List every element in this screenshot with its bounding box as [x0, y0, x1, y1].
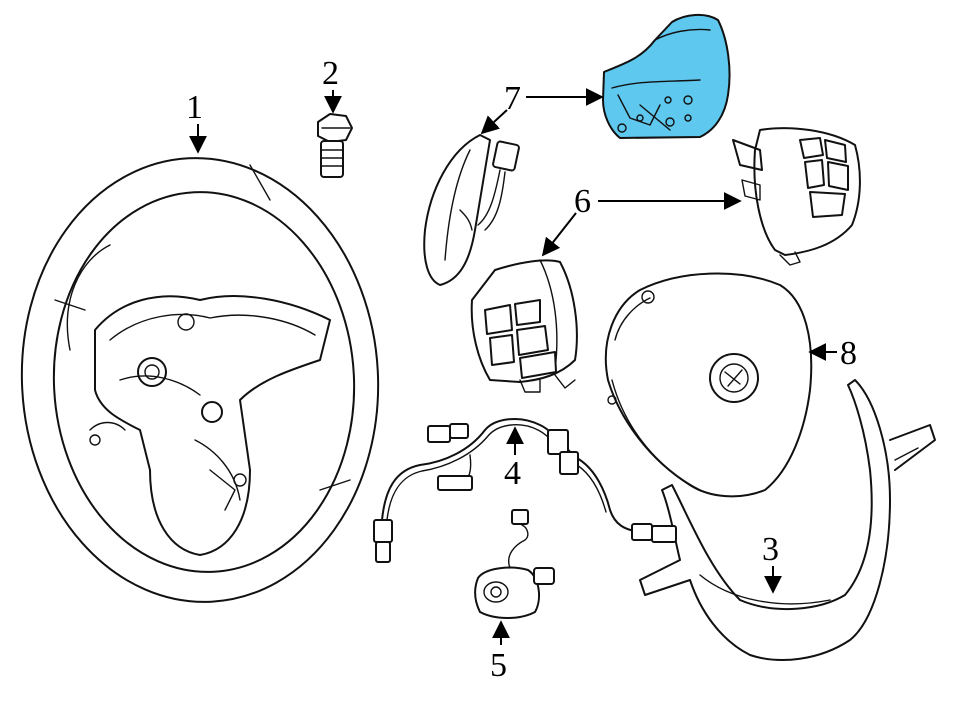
callout-label-3: 3 — [762, 531, 779, 568]
left-switch-module[interactable] — [470, 259, 578, 393]
callout-8: 8 — [808, 335, 857, 372]
callout-2: 2 — [322, 55, 342, 114]
wiring-harness[interactable] — [373, 418, 677, 563]
callout-label-5: 5 — [490, 647, 507, 684]
callout-3: 3 — [762, 531, 782, 594]
callout-label-4: 4 — [504, 455, 521, 492]
callout-7: 7 — [480, 80, 604, 135]
callout-label-8: 8 — [840, 335, 857, 372]
right-switch-module[interactable] — [732, 127, 861, 266]
bolt[interactable] — [317, 113, 353, 178]
callout-label-2: 2 — [322, 55, 339, 92]
callout-label-7: 7 — [504, 80, 521, 117]
steering-wheel[interactable] — [11, 149, 390, 611]
highlighted-switch-cover[interactable] — [602, 14, 731, 139]
callout-4: 4 — [504, 426, 524, 492]
lower-trim-cover[interactable] — [639, 379, 936, 661]
callout-5: 5 — [490, 620, 510, 684]
callout-label-1: 1 — [186, 89, 203, 126]
left-switch-cover[interactable] — [423, 134, 520, 286]
callout-6: 6 — [541, 183, 742, 257]
sensor-unit[interactable] — [474, 509, 555, 619]
callout-label-6: 6 — [574, 183, 591, 220]
callout-1: 1 — [186, 89, 207, 154]
airbag-module[interactable] — [604, 272, 813, 498]
